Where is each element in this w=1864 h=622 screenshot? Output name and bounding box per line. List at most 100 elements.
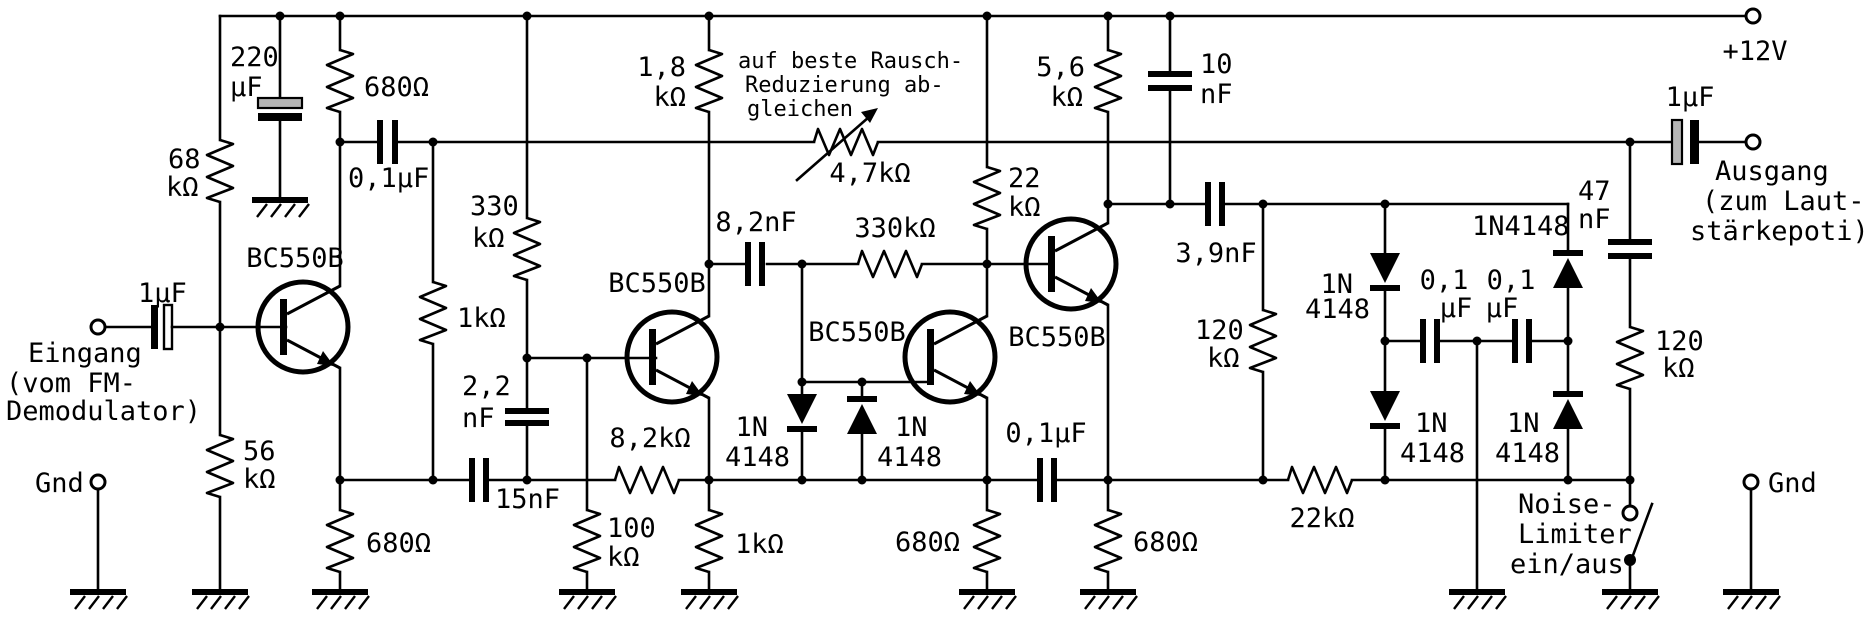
label-input-line2: (vom FM- [6,368,136,399]
diode-1n4148-d2 [847,396,877,434]
cap-10nf [1148,71,1192,91]
transistor-q3-bc550b [905,312,995,402]
label-cap-3n9: 3,9nF [1175,238,1256,269]
label-cap-10nf-value: 10 [1200,49,1233,80]
label-output-line1: Ausgang [1715,156,1829,187]
label-cap-0u1-1: 0,1µF [348,163,429,194]
label-diode-d4-line2: 4148 [1400,438,1465,469]
cap-220uf [256,96,304,121]
label-resistor-100k-unit: kΩ [607,542,640,573]
label-cap-limiter-a-value: 0,1 [1420,265,1469,296]
label-output-line2: (zum Laut- [1702,186,1864,217]
label-diode-d2-line2: 4148 [877,442,942,473]
label-resistor-8k2: 8,2kΩ [609,423,690,454]
label-switch-line1: Noise- [1518,489,1616,520]
cap-15nf [469,458,489,502]
resistor-330k-feedback [856,249,924,279]
resistor-100k [572,508,602,574]
resistor-5k6 [1093,48,1123,114]
cap-0u1-limiter-b [1512,319,1532,363]
label-diode-d5: 1N4148 [1472,211,1570,242]
resistor-8k2 [613,465,681,495]
label-note-line2: Reduzierung ab- [745,73,944,98]
label-cap-limiter-b-unit: µF [1486,293,1519,324]
label-resistor-1k8-value: 1,8 [637,52,686,83]
label-potentiometer-4k7: 4,7kΩ [829,158,910,189]
terminal-input [89,318,107,336]
resistor-56k [205,433,235,499]
label-resistor-5k6-value: 5,6 [1036,52,1085,83]
resistor-22k-bias [972,165,1002,231]
label-diode-d2-line1: 1N [895,412,928,443]
noise-limiter-switch [1621,502,1654,566]
label-gnd-left: Gnd [35,468,84,499]
resistor-1k-emitter2 [694,508,724,574]
label-diode-d1-line1: 1N [735,412,768,443]
label-cap-47nf-unit: nF [1578,204,1611,235]
label-cap-15nf: 15nF [495,484,560,515]
diode-1n4148-d1 [787,394,817,432]
label-switch-line3: ein/aus [1510,549,1624,580]
potentiometer-4k7 [795,108,880,182]
label-cap-220uf-value: 220 [230,42,279,73]
resistor-680-emitter4 [1093,508,1123,574]
label-cap-0u1-series: 0,1µF [1005,418,1086,449]
label-diode-d3-line2: 4148 [1305,294,1370,325]
label-resistor-22k-value: 22 [1008,163,1041,194]
label-resistor-1k8-unit: kΩ [653,82,686,113]
label-cap-8n2: 8,2nF [715,207,796,238]
label-resistor-22k-series: 22kΩ [1289,503,1354,534]
cap-3n9 [1205,182,1225,226]
cap-8n2 [745,242,765,286]
label-resistor-1k-2: 1kΩ [735,529,784,560]
label-cap-220uf-unit: µF [230,72,263,103]
resistor-68k [205,138,235,204]
label-input-line1: Eingang [28,338,142,369]
label-diode-d6-line2: 4148 [1495,438,1560,469]
resistor-22k-series [1286,465,1354,495]
terminal-output [1744,133,1762,151]
label-transistor-q2: BC550B [608,268,706,299]
label-resistor-56k-unit: kΩ [243,464,276,495]
diode-1n4148-d3 [1370,253,1400,291]
label-cap-1uf-input: 1µF [138,278,187,309]
label-cap-10nf-unit: nF [1200,79,1233,110]
label-resistor-680-4: 680Ω [1133,527,1198,558]
cap-0u1-limiter-a [1420,319,1440,363]
label-cap-1uf-output: 1µF [1666,82,1715,113]
label-resistor-120k-left-unit: kΩ [1207,343,1240,374]
label-diode-d6-line1: 1N [1507,408,1540,439]
label-diode-d1-line2: 4148 [725,442,790,473]
diode-1n4148-d4 [1370,391,1400,429]
label-gnd-right: Gnd [1768,468,1817,499]
label-resistor-120k-right-value: 120 [1655,326,1704,357]
label-cap-limiter-a-unit: µF [1440,293,1473,324]
resistor-120k-left [1248,308,1278,374]
label-cap-limiter-b-value: 0,1 [1487,265,1536,296]
label-supply-12v: +12V [1722,36,1787,67]
label-resistor-680-3: 680Ω [895,527,960,558]
label-cap-2n2-value: 2,2 [462,371,511,402]
terminal-gnd-right [1742,473,1760,491]
label-resistor-68k-unit: kΩ [166,172,199,203]
resistor-1k-coupling [418,280,448,346]
label-transistor-q4: BC550B [1008,322,1106,353]
label-note-line3: gleichen [747,97,853,122]
label-transistor-q1: BC550B [246,243,344,274]
label-resistor-330k-feedback: 330kΩ [854,213,935,244]
label-note-line1: auf beste Rausch- [738,49,963,74]
label-resistor-100k-value: 100 [607,513,656,544]
cap-0u1-series [1037,458,1057,502]
label-resistor-68k-value: 68 [168,144,201,175]
label-resistor-330k-unit: kΩ [472,223,505,254]
cap-0u1-coupling1 [377,120,398,164]
cap-2n2 [505,408,549,426]
diode-1n4148-d5 [1553,250,1583,288]
resistor-1k8 [694,48,724,114]
resistor-120k-right [1615,325,1645,391]
junction-dots [215,11,1635,485]
label-transistor-q3: BC550B [808,317,906,348]
label-resistor-22k-unit: kΩ [1008,192,1041,223]
